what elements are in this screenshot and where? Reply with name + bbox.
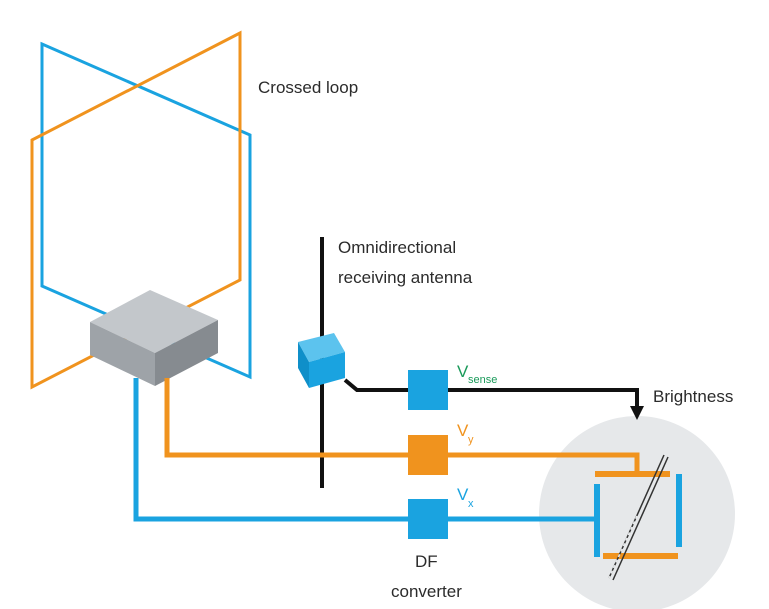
brightness-label: Brightness <box>653 387 733 406</box>
vsense-label: V sense <box>457 362 497 386</box>
omni-antenna-label-line1: Omnidirectional <box>338 238 456 257</box>
vy-label-sub: y <box>468 434 474 446</box>
vy-box <box>408 435 448 475</box>
vsense-label-main: V <box>457 362 469 381</box>
vx-label-sub: x <box>468 498 474 510</box>
display-scope-icon <box>539 416 735 609</box>
vx-label: V x <box>457 485 474 510</box>
sense-signal-line <box>343 378 639 408</box>
x-plate-right <box>676 474 682 547</box>
y-plate-bottom <box>603 553 678 559</box>
vx-signal-line <box>133 378 596 522</box>
x-plate-left <box>594 484 600 557</box>
bearing-trace-2 <box>612 456 669 581</box>
brightness-arrow-icon <box>630 406 644 420</box>
orange-loop-antenna <box>30 30 242 390</box>
df-converter-label-line1: DF <box>415 552 438 571</box>
df-converter-label-line2: converter <box>391 582 462 601</box>
blue-loop-antenna <box>40 41 252 380</box>
bearing-trace-dash <box>608 515 638 579</box>
vsense-label-sub: sense <box>468 374 497 386</box>
vx-label-main: V <box>457 485 469 504</box>
vy-signal-line <box>164 378 640 473</box>
omni-antenna-label-line2: receiving antenna <box>338 268 473 287</box>
vy-label-main: V <box>457 421 469 440</box>
vsense-box <box>408 370 448 410</box>
omni-antenna-box-icon <box>298 333 345 388</box>
vy-label: V y <box>457 421 474 446</box>
y-plate-top <box>595 471 670 477</box>
vx-box <box>408 499 448 539</box>
loop-base-box-icon <box>90 290 218 386</box>
crossed-loop-label: Crossed loop <box>258 78 358 97</box>
